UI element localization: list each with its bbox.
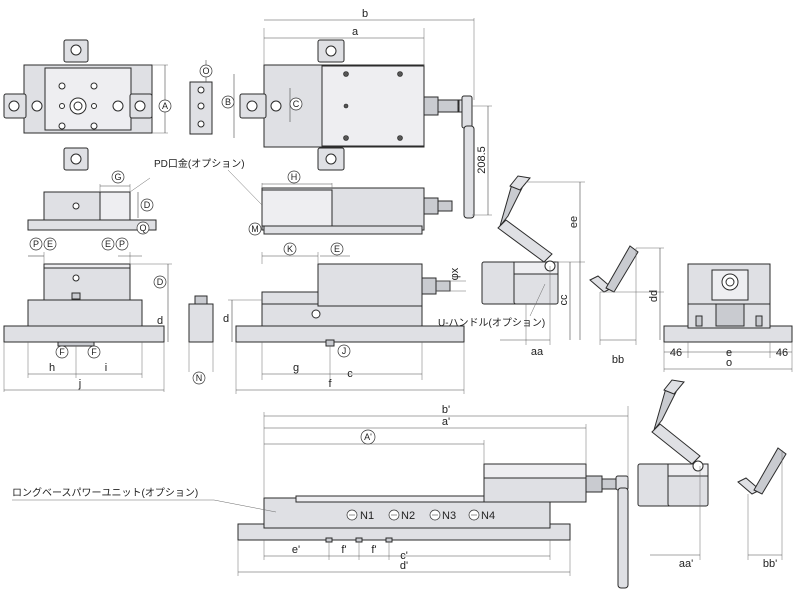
u-handle-view: ee cc aa U-ハンドル(オプション) [438,175,585,358]
dim-label-e-prime: e' [292,544,300,556]
vise-top-view-left: A [3,39,172,171]
dim-label-A: A [162,101,168,111]
dim-label-f: f [328,378,332,390]
note-u-handle: U-ハンドル(オプション) [438,317,545,329]
vise-top-view-right: b a B C [221,8,475,171]
dim-label-D-small: D [144,200,151,210]
dim-label-c-prime: c' [400,550,408,562]
clamp-block-view: N [188,295,214,385]
dim-label-F-left: F [59,347,65,357]
dim-label-J: J [342,346,347,356]
dim-label-B: B [225,97,231,107]
dim-label-cc: cc [558,294,570,306]
dim-label-o: o [726,357,732,369]
n2-label: N2 [401,510,415,522]
long-base-u-handle-view: aa' [637,379,709,570]
long-base-u-handle-grip: bb' [737,447,787,570]
dim-label-46-left: 46 [670,347,682,359]
vise-side-view-middle: H M [227,169,453,236]
vise-front-view-left: P E E P D d F F h i j [3,237,172,392]
dim-label-g: g [293,362,299,374]
dim-label-H: H [291,172,298,182]
dim-label-A-prime: A' [364,432,372,442]
note-pd-jaw: PD口金(オプション) [154,157,245,170]
dim-label-h: h [49,362,55,374]
dim-label-d-mid: d [223,313,229,325]
dim-label-j: j [78,378,81,390]
dim-label-phi-x: φx [449,267,461,280]
dim-label-G: G [114,172,121,182]
dim-label-a-prime: a' [442,416,450,428]
dim-label-P-left: P [33,239,39,249]
dim-label-Q: Q [139,223,146,233]
dim-label-D: D [157,277,164,287]
dim-label-208-5: 208.5 [476,146,488,174]
vise-front-view-middle: K E φx d J g c f [223,242,466,394]
dim-label-aa: aa [531,346,544,358]
dim-label-b: b [362,8,368,20]
dim-label-dd: dd [648,290,660,302]
dim-label-d-prime: d' [400,560,408,572]
dim-label-K: K [287,244,293,254]
dim-label-O: O [202,66,209,76]
dim-label-F-right: F [91,347,97,357]
dim-label-bb: bb [612,354,624,366]
n4-label: N4 [481,510,495,522]
note-long-base: ロングベースパワーユニット(オプション) [12,486,198,499]
n1-label: N1 [360,510,374,522]
handle-vertical: 208.5 [461,95,492,219]
dim-label-E-mid: E [334,244,340,254]
dim-label-46-right: 46 [776,347,788,359]
dim-label-C: C [293,99,300,109]
vise-end-view: 46 e 46 o [663,263,793,372]
dim-label-f-prime-1: f' [341,544,346,556]
dim-label-i: i [105,362,107,374]
dim-label-M: M [251,224,259,234]
u-handle-grip-view: dd bb [589,245,664,366]
vise-side-view-left: G D Q PD口金(オプション) [27,157,245,235]
dim-label-aa-prime: aa' [679,558,693,570]
dim-label-a: a [352,26,359,38]
dim-label-E-left: E [47,239,53,249]
long-base-view: N1 N2 N3 N4 ロングベースパワーユニット(オプション) b' a' A… [12,404,629,589]
n3-label: N3 [442,510,456,522]
dim-label-bb-prime: bb' [763,558,777,570]
jaw-plate-view: O [189,60,213,135]
dim-label-N: N [196,373,203,383]
dim-label-f-prime-2: f' [371,544,376,556]
dim-label-d-left: d [157,315,163,327]
dim-label-c: c [347,368,353,380]
dim-label-b-prime: b' [442,404,450,416]
dim-label-E-right: E [105,239,111,249]
dim-label-ee: ee [568,216,580,228]
dim-label-P-right: P [119,239,125,249]
dim-label-e: e [726,347,732,359]
